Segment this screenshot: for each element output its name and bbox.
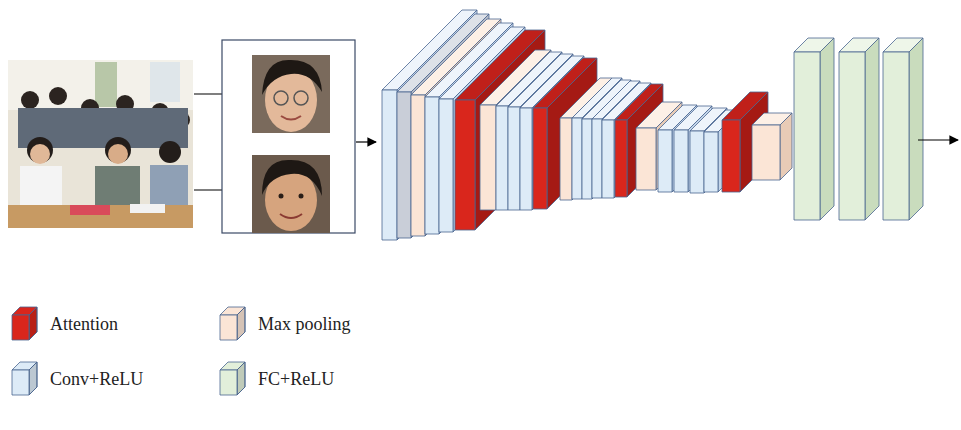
swatch-side [29,307,37,340]
legend-swatch-shape [218,306,248,342]
conv-relu-layer-front [520,108,532,210]
max-pooling-layer-front [560,118,572,200]
legend-label: Max pooling [258,314,351,335]
attention-layer-front [533,108,547,209]
fc-relu-layer-side [909,38,923,220]
legend-swatch-shape [10,306,40,342]
conv-relu-layer [704,110,740,192]
swatch-front [220,370,237,395]
swatch-front [220,315,237,340]
attention-layer-front [455,100,475,230]
conv-relu-layer-front [602,120,614,198]
swatch-shade [29,307,37,340]
swatch-shade [29,362,37,395]
conv-relu-layer-front [439,99,453,232]
fc-relu-layer [794,38,834,220]
attention-layer [615,84,663,197]
legend-swatch [218,361,248,397]
attention-layer-front [615,120,627,197]
classroom-photo [8,60,193,228]
conv-relu-layer-front [704,132,718,192]
conv-relu-layer-front [382,90,397,240]
attention-layer [533,58,597,209]
legend-swatch [10,306,40,342]
attention-layer-side [547,58,597,209]
max-pooling-layer-front [752,125,780,180]
fc-relu-layer-front [794,52,820,220]
swatch-side [237,362,245,395]
max-pooling-layer [752,113,792,180]
fc-relu-layer [883,38,923,220]
conv-relu-layer-front [572,118,582,199]
max-pooling-layer-side [780,113,792,180]
attention-layer-front [722,120,740,192]
conv-relu-layer-front [397,92,411,238]
conv-relu-layer-front [690,131,704,193]
fc-relu-layer-front [883,52,909,220]
fc-relu-layer-front [839,52,865,220]
conv-relu-layer-front [496,106,508,210]
max-pooling-layer-front [636,128,656,190]
face-crop [252,155,330,233]
face-crop [252,55,330,133]
output-arrow [918,139,958,140]
conv-relu-layer-front [582,119,592,199]
fc-relu-layer [839,38,879,220]
max-pooling-layer-front [411,95,425,236]
legend-swatch [218,306,248,342]
legend-swatch-shape [10,361,40,397]
conv-relu-layer-front [674,130,688,192]
fc-relu-layer-side [820,38,834,220]
max-pooling-layer-front [480,105,496,210]
conv-relu-layer-front [508,107,520,210]
conv-relu-layer-front [592,119,602,198]
legend-label: Attention [50,314,118,335]
swatch-front [12,315,29,340]
legend-swatch-shape [218,361,248,397]
swatch-shade [237,362,245,395]
face-crop-panel [222,40,355,233]
legend-label: Conv+ReLU [50,369,143,390]
legend-label: FC+ReLU [258,369,334,390]
swatch-front [12,370,29,395]
conv-relu-layer-side [718,110,740,192]
swatch-side [29,362,37,395]
fc-relu-layer-side [865,38,879,220]
swatch-side [237,307,245,340]
conv-relu-layer-front [658,130,672,192]
conv-relu-layer-front [425,97,439,234]
input-arrow [356,141,376,142]
legend-swatch [10,361,40,397]
swatch-shade [237,307,245,340]
